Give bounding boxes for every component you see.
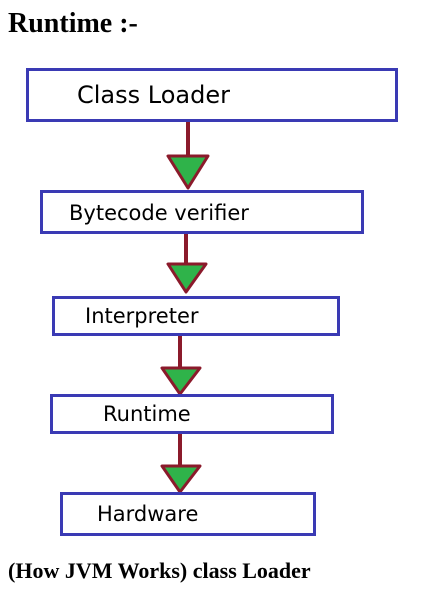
step-box-runtime: Runtime (50, 394, 334, 434)
flow-arrow (160, 434, 202, 494)
step-box-class-loader: Class Loader (26, 68, 398, 122)
step-label: Hardware (97, 502, 199, 526)
flow-arrow (166, 232, 208, 294)
step-label: Interpreter (85, 304, 199, 328)
step-box-interpreter: Interpreter (52, 296, 340, 336)
step-box-bytecode-verifier: Bytecode verifier (40, 190, 364, 234)
page-title: Runtime :- (8, 8, 138, 39)
step-label: Bytecode verifier (69, 201, 249, 225)
step-box-hardware: Hardware (60, 492, 316, 536)
flow-arrow (166, 120, 210, 190)
figure-caption: (How JVM Works) class Loader (8, 558, 311, 583)
flow-arrow (160, 334, 202, 396)
step-label: Class Loader (77, 81, 230, 109)
step-label: Runtime (103, 402, 191, 426)
